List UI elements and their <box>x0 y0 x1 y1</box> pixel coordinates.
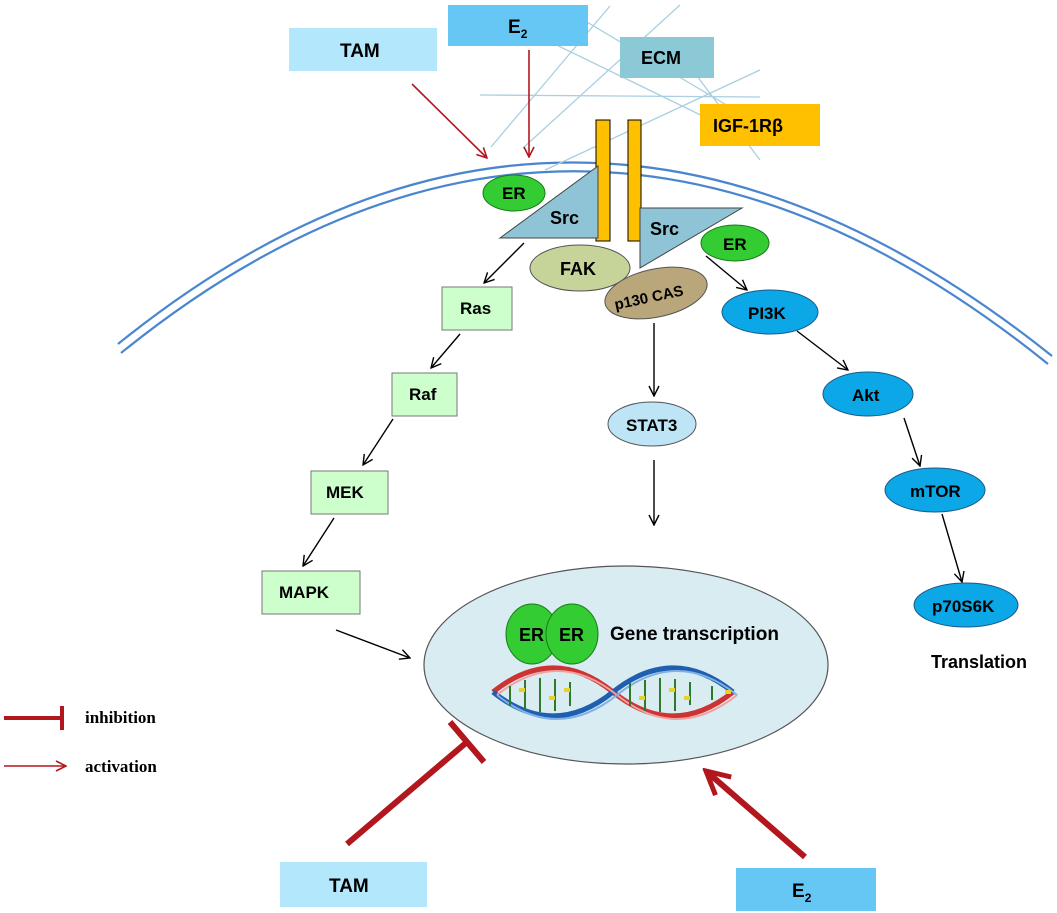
cell-membrane <box>117 161 1053 365</box>
ras-box: Ras <box>441 286 513 331</box>
ecm-label: ECM <box>641 48 681 68</box>
er-dimer-1: ER <box>505 603 559 665</box>
legend-activation: activation <box>4 757 157 776</box>
fak-node: FAK <box>529 244 631 292</box>
akt-label: Akt <box>852 386 880 405</box>
tam-box-top: TAM <box>289 28 437 71</box>
er-membrane-left-label: ER <box>502 184 526 203</box>
e2-activation-arrow <box>706 771 807 860</box>
tam-inhibition-arrow <box>345 720 487 847</box>
p70s6k-label: p70S6K <box>932 597 995 616</box>
legend-inhibition-label: inhibition <box>85 708 156 727</box>
igf-1r-box: IGF-1Rβ <box>700 104 820 146</box>
legend: inhibition activation <box>4 706 157 776</box>
src-right: Src <box>639 207 744 269</box>
mapk-label: MAPK <box>279 583 330 602</box>
src-to-pi3k-arrow <box>705 255 747 290</box>
gene-transcription-label: Gene transcription <box>610 624 779 645</box>
mapk-box: MAPK <box>261 570 361 615</box>
pi3k-node: PI3K <box>721 289 819 335</box>
tam-box-bottom: TAM <box>280 862 427 907</box>
raf-box: Raf <box>391 372 458 417</box>
ras-label: Ras <box>460 299 491 318</box>
mek-label: MEK <box>326 483 365 502</box>
raf-label: Raf <box>409 385 437 404</box>
src-right-label: Src <box>650 219 679 239</box>
mek-to-mapk-arrow <box>303 517 335 566</box>
stat3-label: STAT3 <box>626 416 677 435</box>
legend-activation-label: activation <box>85 757 157 776</box>
stat3-node: STAT3 <box>607 401 697 447</box>
translation-label: Translation <box>931 652 1027 672</box>
ras-to-raf-arrow <box>431 333 461 368</box>
e2-label-top: E2 <box>508 17 528 41</box>
e2-box-bottom: E2 <box>736 868 876 911</box>
mtor-node: mTOR <box>884 467 986 513</box>
src-left: Src <box>498 165 599 239</box>
signaling-arrows <box>303 242 962 658</box>
legend-inhibition: inhibition <box>4 706 156 730</box>
raf-to-mek-arrow <box>363 418 394 465</box>
igf-1r-receptor <box>595 119 642 242</box>
ecm-box: ECM <box>620 37 714 78</box>
er-membrane-right-label: ER <box>723 235 747 254</box>
src-left-label: Src <box>550 208 579 228</box>
tam-label-top: TAM <box>340 41 380 62</box>
e2-label-bottom: E2 <box>792 881 812 905</box>
p130-cas-node: p130 CAS <box>604 266 708 320</box>
pi3k-to-akt-arrow <box>796 330 848 370</box>
src-to-ras-arrow <box>484 242 525 283</box>
pi3k-label: PI3K <box>748 304 787 323</box>
nucleus <box>423 565 829 765</box>
akt-to-mtor-arrow <box>903 417 920 466</box>
mtor-to-p70s6k-arrow <box>941 513 962 582</box>
dna-helix <box>491 665 738 720</box>
er-dimer-1-label: ER <box>519 625 544 645</box>
er-membrane-right: ER <box>700 224 770 262</box>
er-dimer-2-label: ER <box>559 625 584 645</box>
igf-1r-label: IGF-1Rβ <box>713 116 783 136</box>
mtor-label: mTOR <box>910 482 961 501</box>
tam-to-membrane-arrow <box>411 83 487 158</box>
mapk-to-nucleus-arrow <box>335 629 410 658</box>
er-dimer-2: ER <box>545 603 599 665</box>
akt-node: Akt <box>822 371 914 417</box>
tam-label-bottom: TAM <box>329 876 369 897</box>
fak-label: FAK <box>560 259 596 279</box>
er-membrane-left: ER <box>482 174 546 212</box>
e2-box-top: E2 <box>448 5 588 46</box>
p70s6k-node: p70S6K <box>913 582 1019 628</box>
mek-box: MEK <box>310 470 389 515</box>
